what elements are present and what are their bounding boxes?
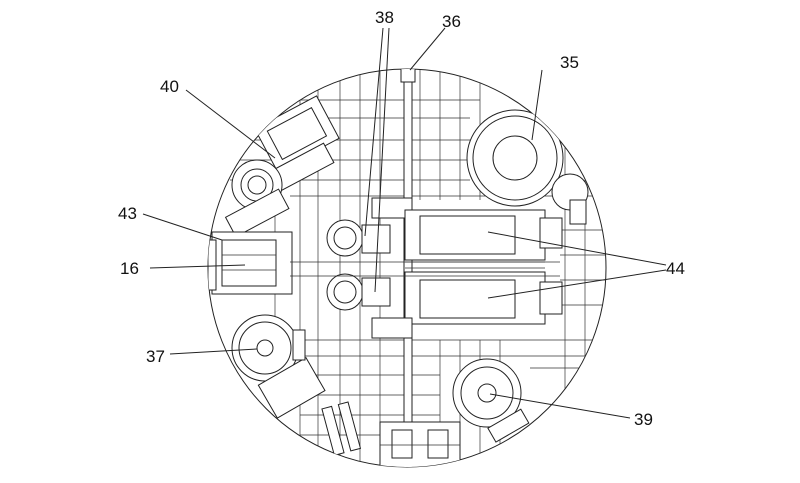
component-44-upper: [371, 197, 563, 263]
bottom-assembly: [379, 421, 461, 467]
label-37: 37: [146, 347, 165, 366]
label-40: 40: [160, 77, 179, 96]
leader-lines: [142, 27, 667, 419]
component-40: [224, 95, 340, 238]
lower-wheel: [326, 273, 391, 311]
central-shaft: [403, 69, 413, 467]
component-39: [452, 358, 530, 443]
bottom-left-brackets: [321, 401, 362, 456]
label-35: 35: [560, 53, 579, 72]
component-44-lower: [371, 267, 563, 339]
label-39: 39: [634, 410, 653, 429]
label-16: 16: [120, 259, 139, 278]
component-37: [231, 314, 326, 419]
grid-structure: [208, 69, 606, 467]
upper-wheel: [326, 219, 391, 257]
component-16: [208, 231, 293, 295]
component-35: [466, 109, 589, 225]
label-43: 43: [118, 204, 137, 223]
label-36: 36: [442, 12, 461, 31]
label-38: 38: [375, 8, 394, 27]
label-44: 44: [666, 259, 685, 278]
